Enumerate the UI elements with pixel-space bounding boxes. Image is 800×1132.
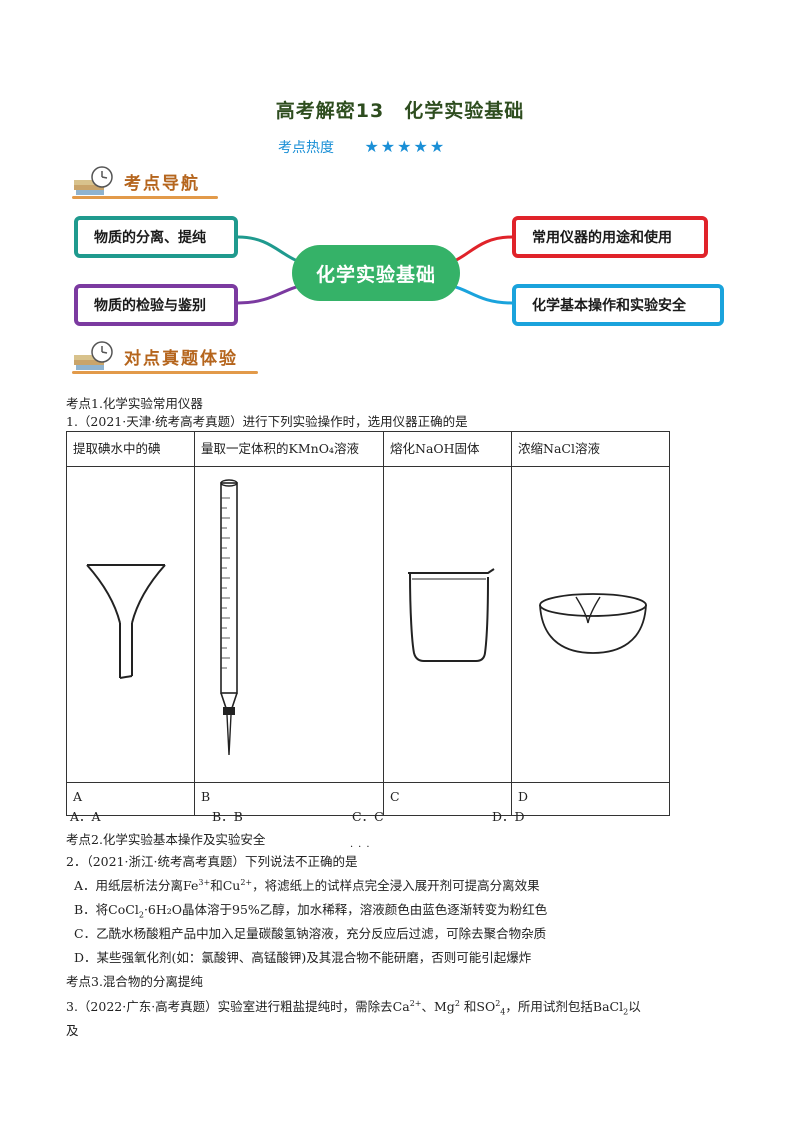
answer-option-c[interactable]: C．C bbox=[352, 809, 384, 824]
heat-rating: 考点热度 ★★★★★ bbox=[278, 137, 446, 157]
topic-heading-3: 考点3.混合物的分离提纯 bbox=[66, 974, 203, 989]
answer-option-a[interactable]: A．A bbox=[70, 809, 101, 824]
question-1-stem: 1.（2021·天津·统考高考真题）进行下列实验操作时，选用仪器正确的是 bbox=[66, 414, 468, 429]
topic-heading-2: 考点2.化学实验基本操作及实验安全 bbox=[66, 832, 266, 847]
question-3-continuation: 及 bbox=[66, 1023, 79, 1038]
mindmap-node-instruments: 常用仪器的用途和使用 bbox=[512, 216, 708, 258]
answer-option-d[interactable]: D．D bbox=[492, 809, 525, 824]
superscript: 2+ bbox=[409, 998, 422, 1008]
question-2-option-b[interactable]: B．将CoCl2·6H₂O晶体溶于95%乙醇，加水稀释，溶液颜色由蓝色逐渐转变为… bbox=[74, 899, 547, 920]
table-header-cell: 熔化NaOH固体 bbox=[383, 431, 512, 467]
mindmap-node-operations: 化学基本操作和实验安全 bbox=[512, 284, 724, 326]
question-2-option-d[interactable]: D．某些强氧化剂(如：氯酸钾、高锰酸钾)及其混合物不能研磨，否则可能引起爆炸 bbox=[74, 950, 532, 965]
mindmap-node-identification: 物质的检验与鉴别 bbox=[74, 284, 238, 326]
section-banner-nav: 考点导航 bbox=[72, 165, 218, 199]
clock-books-icon bbox=[74, 341, 113, 370]
heat-stars: ★★★★★ bbox=[364, 137, 447, 156]
table-header-cell: 提取碘水中的碘 bbox=[66, 431, 195, 467]
section-title-nav: 考点导航 bbox=[124, 174, 200, 194]
table-header-cell: 浓缩NaCl溶液 bbox=[511, 431, 670, 467]
question-3-stem: 3.（2022·广东·高考真题）实验室进行粗盐提纯时，需除去Ca2+、Mg2 和… bbox=[66, 996, 641, 1017]
superscript: 2+ bbox=[240, 877, 253, 887]
question-2-stem: 2．（2021·浙江·统考高考真题）下列说法不正确的是 bbox=[66, 851, 357, 870]
connector-left-bottom bbox=[237, 284, 301, 305]
table-image-cell bbox=[66, 466, 195, 783]
question-2-text: 2．（2021·浙江·统考高考真题）下列说法不正确的是 bbox=[66, 854, 358, 869]
emphasis-dots: ··· bbox=[350, 842, 375, 853]
superscript: 3+ bbox=[198, 877, 211, 887]
question-1-table: 提取碘水中的碘 量取一定体积的KMnO₄溶液 熔化NaOH固体 浓缩NaCl溶液 bbox=[66, 431, 670, 816]
mindmap-node-separation: 物质的分离、提纯 bbox=[74, 216, 238, 258]
question-2-option-c[interactable]: C．乙酰水杨酸粗产品中加入足量碳酸氢钠溶液，充分反应后过滤，可除去聚合物杂质 bbox=[74, 926, 547, 941]
table-label-cell: A bbox=[66, 782, 195, 816]
table-label-cell: C bbox=[383, 782, 512, 816]
subscript: 2 bbox=[623, 1007, 629, 1017]
heat-label: 考点热度 bbox=[278, 140, 334, 156]
question-2-option-a[interactable]: A．用纸层析法分离Fe3+和Cu2+，将滤纸上的试样点完全浸入展开剂可提高分离效… bbox=[74, 875, 540, 894]
section-title-practice: 对点真题体验 bbox=[124, 349, 238, 369]
table-image-cell bbox=[383, 466, 512, 783]
banner-underline bbox=[72, 371, 258, 374]
table-image-cell bbox=[194, 466, 384, 783]
answer-option-b[interactable]: B．B bbox=[212, 809, 243, 824]
table-image-cell bbox=[511, 466, 670, 783]
question-text: 3.（2022·广东·高考真题）实验室进行粗盐提纯时，需除去Ca bbox=[66, 999, 410, 1014]
evaporating-dish-icon bbox=[539, 593, 647, 654]
clock-books-icon bbox=[74, 166, 113, 195]
subscript: 2 bbox=[138, 910, 144, 920]
table-label-cell: D bbox=[511, 782, 670, 816]
question-text: 以 bbox=[628, 999, 641, 1014]
connector-left-top bbox=[237, 235, 301, 264]
page-title: 高考解密13 化学实验基础 bbox=[275, 100, 525, 122]
option-text: B．将CoCl bbox=[74, 902, 139, 917]
superscript: 2 bbox=[495, 998, 501, 1008]
beaker-icon bbox=[408, 568, 495, 662]
superscript: 2 bbox=[454, 998, 460, 1008]
question-text: 、Mg bbox=[421, 999, 455, 1014]
question-text: 和SO bbox=[459, 999, 496, 1014]
option-text: ·6H₂O晶体溶于95%乙醇，加水稀释，溶液颜色由蓝色逐渐转变为粉红色 bbox=[143, 902, 548, 917]
topic-heading-1: 考点1.化学实验常用仪器 bbox=[66, 396, 203, 411]
table-header-cell: 量取一定体积的KMnO₄溶液 bbox=[194, 431, 384, 467]
connector-right-top bbox=[451, 235, 513, 264]
mindmap-center: 化学实验基础 bbox=[292, 245, 460, 301]
subscript: 4 bbox=[500, 1007, 506, 1017]
banner-underline bbox=[72, 196, 218, 199]
burette-icon bbox=[220, 479, 238, 756]
connector-right-bottom bbox=[451, 284, 513, 305]
option-text: ，将滤纸上的试样点完全浸入展开剂可提高分离效果 bbox=[252, 878, 540, 893]
option-text: 和Cu bbox=[210, 878, 241, 893]
option-text: A．用纸层析法分离Fe bbox=[74, 878, 199, 893]
section-banner-practice: 对点真题体验 bbox=[72, 340, 258, 374]
funnel-icon bbox=[86, 564, 166, 679]
question-text: ，所用试剂包括BaCl bbox=[505, 999, 624, 1014]
